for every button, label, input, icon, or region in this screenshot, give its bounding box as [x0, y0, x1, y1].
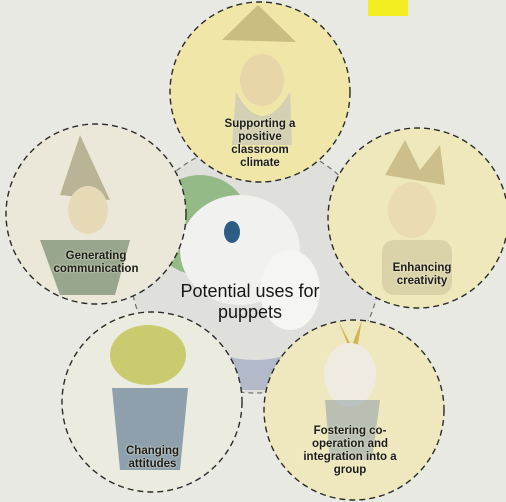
node-left-circle	[5, 123, 187, 305]
node-bottom-left-circle	[61, 311, 243, 493]
ogre-puppet-icon	[110, 325, 186, 385]
wizard-puppet-icon	[222, 5, 296, 42]
node-label-right: Enhancing creativity	[392, 262, 452, 287]
gnome-puppet-icon	[60, 135, 110, 200]
spiky-hair-puppet-icon	[385, 140, 445, 185]
center-title: Potential uses for puppets	[180, 281, 320, 322]
node-label-bottom-left: Changing attitudes	[125, 445, 180, 470]
puppet-eye-icon	[224, 221, 240, 243]
node-top-circle	[169, 1, 351, 183]
node-label-top: Supporting a positive classroom climate	[224, 118, 296, 169]
node-bottom-right-circle	[263, 319, 445, 501]
node-label-bottom-right: Fostering co-operation and integration i…	[303, 425, 397, 476]
sticky-note	[368, 0, 408, 16]
puppet-hand-icon	[260, 250, 320, 330]
node-label-left: Generating communication	[53, 250, 139, 275]
node-right-circle	[327, 127, 506, 309]
